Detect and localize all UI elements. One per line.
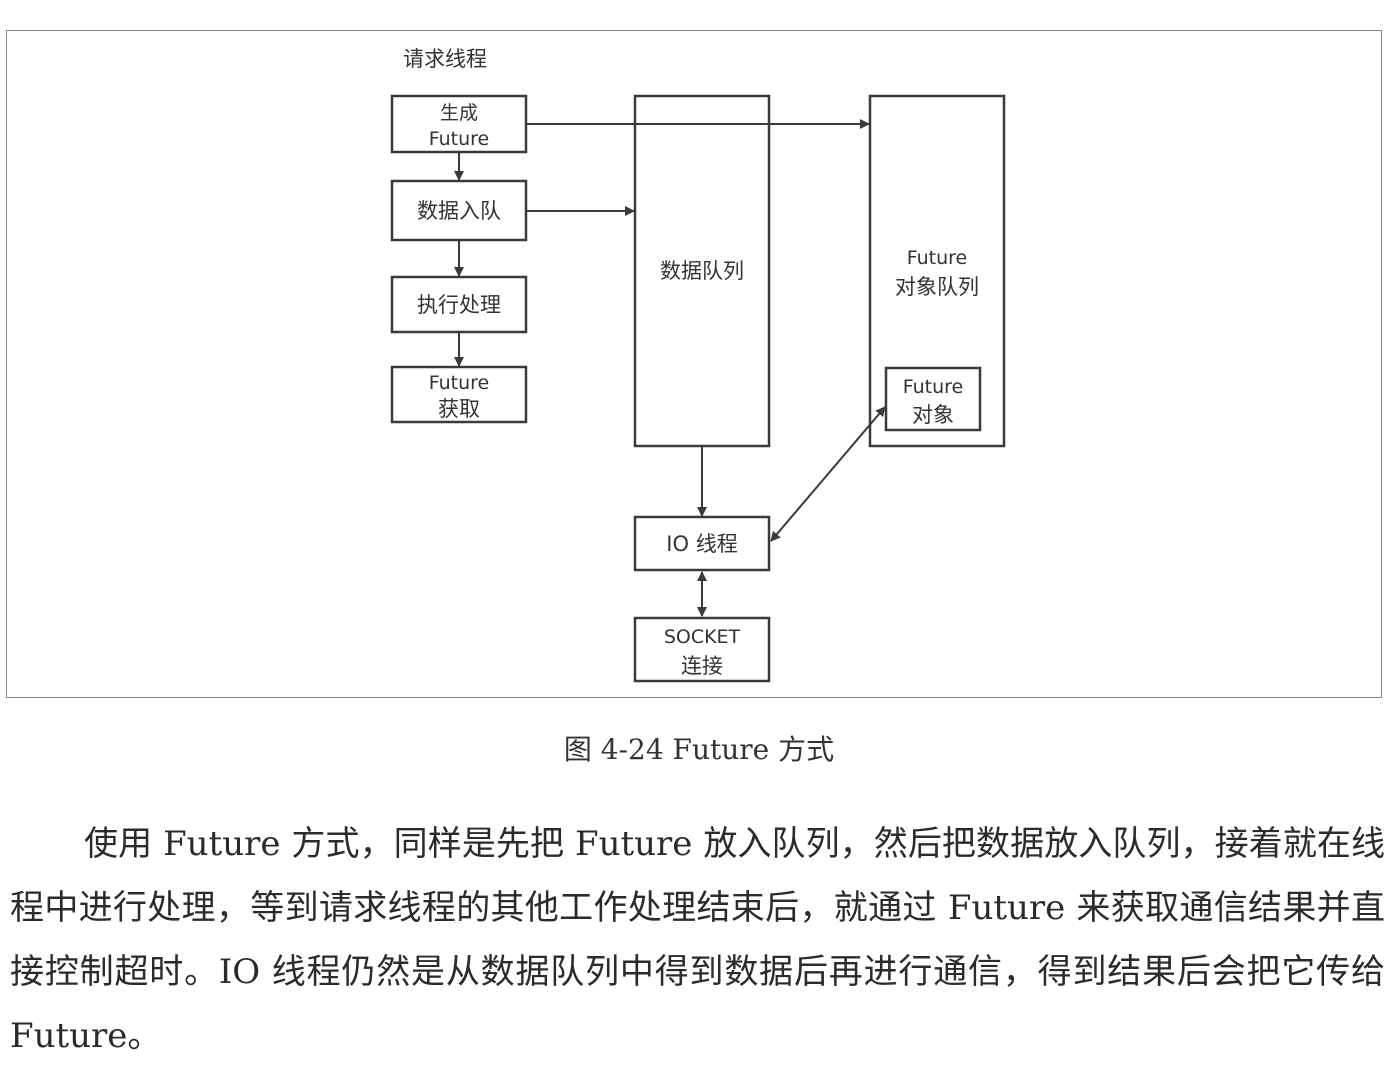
future-object-line1: Future bbox=[903, 376, 964, 398]
body-paragraph: 使用 Future 方式，同样是先把 Future 放入队列，然后把数据放入队列… bbox=[10, 824, 1385, 1056]
socket-line2: 连接 bbox=[681, 654, 723, 678]
io-thread-label: IO 线程 bbox=[666, 532, 737, 556]
arrow-io-future-object bbox=[770, 406, 886, 542]
future-object-box bbox=[884, 366, 982, 432]
socket-line1: SOCKET bbox=[664, 626, 741, 648]
figure-frame bbox=[6, 30, 1382, 698]
execute-process-box bbox=[390, 275, 528, 334]
future-flow-diagram: 请求线程 生成 Future 数据入队 执行处理 Future 获取 数据队列 … bbox=[390, 47, 1006, 683]
data-queue-label: 数据队列 bbox=[660, 259, 744, 283]
figure-caption: 图 4-24 Future 方式 bbox=[563, 733, 835, 766]
io-thread-box bbox=[633, 515, 771, 572]
get-future-line1: Future bbox=[429, 372, 490, 394]
socket-box bbox=[633, 616, 771, 683]
enqueue-data-label: 数据入队 bbox=[417, 199, 501, 223]
get-future-box bbox=[390, 365, 528, 424]
generate-future-line2: Future bbox=[429, 128, 490, 150]
execute-process-label: 执行处理 bbox=[417, 293, 501, 317]
future-queue-line2: 对象队列 bbox=[895, 275, 979, 299]
get-future-line2: 获取 bbox=[438, 397, 480, 421]
request-thread-label: 请求线程 bbox=[403, 47, 487, 71]
future-queue-line1: Future bbox=[907, 247, 968, 269]
generate-future-line1: 生成 bbox=[440, 102, 478, 124]
future-object-line2: 对象 bbox=[912, 403, 954, 427]
